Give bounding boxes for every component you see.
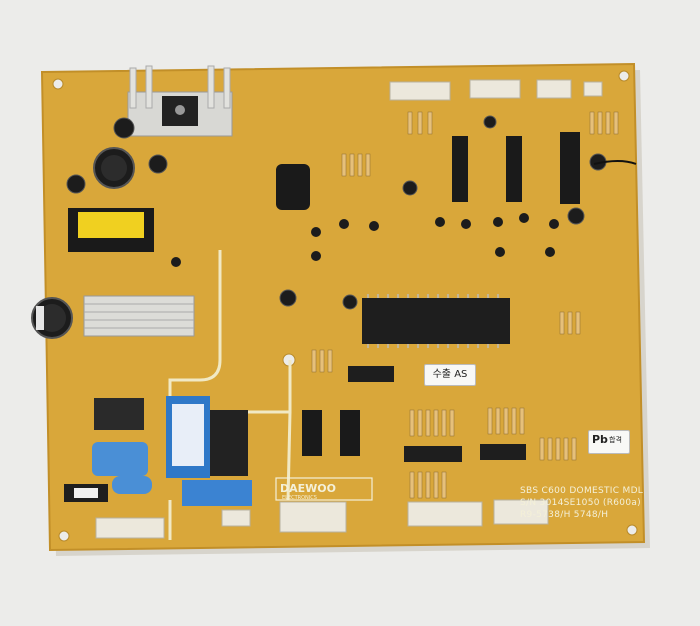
relays (92, 396, 252, 506)
lead-free-mark: Pb (592, 433, 608, 446)
transistors (171, 213, 559, 267)
connectors-bottom (95, 499, 549, 539)
heatsink-bottom (83, 295, 195, 337)
brand-logo: DAEWOO (280, 482, 336, 495)
transformer (68, 208, 154, 252)
pass-mark: 합격 (609, 436, 622, 444)
microcontroller-chip (362, 294, 510, 348)
lead-free-sticker: Pb 합격 (588, 430, 630, 454)
connectors-top (389, 79, 603, 101)
resistor-bank (311, 111, 619, 499)
brand-logo-box (275, 477, 373, 501)
board-part-text: R9-5738/H 5748/H (520, 510, 609, 520)
brand-subtitle: ELECTRONICS (282, 495, 317, 501)
electrolytic-capacitors (31, 115, 607, 339)
choke (276, 164, 310, 210)
board-serial-text: S/N 3014SE1050 (R600a) (520, 498, 641, 508)
heatsink-top (127, 65, 233, 137)
fuse-glass (74, 488, 98, 498)
export-sticker: 수출 AS (424, 364, 476, 386)
relay-small (94, 398, 144, 430)
board-model-text: SBS C600 DOMESTIC MDL (520, 486, 644, 496)
small-ics (348, 366, 526, 462)
power-regulators (302, 132, 580, 456)
wire (593, 160, 637, 165)
